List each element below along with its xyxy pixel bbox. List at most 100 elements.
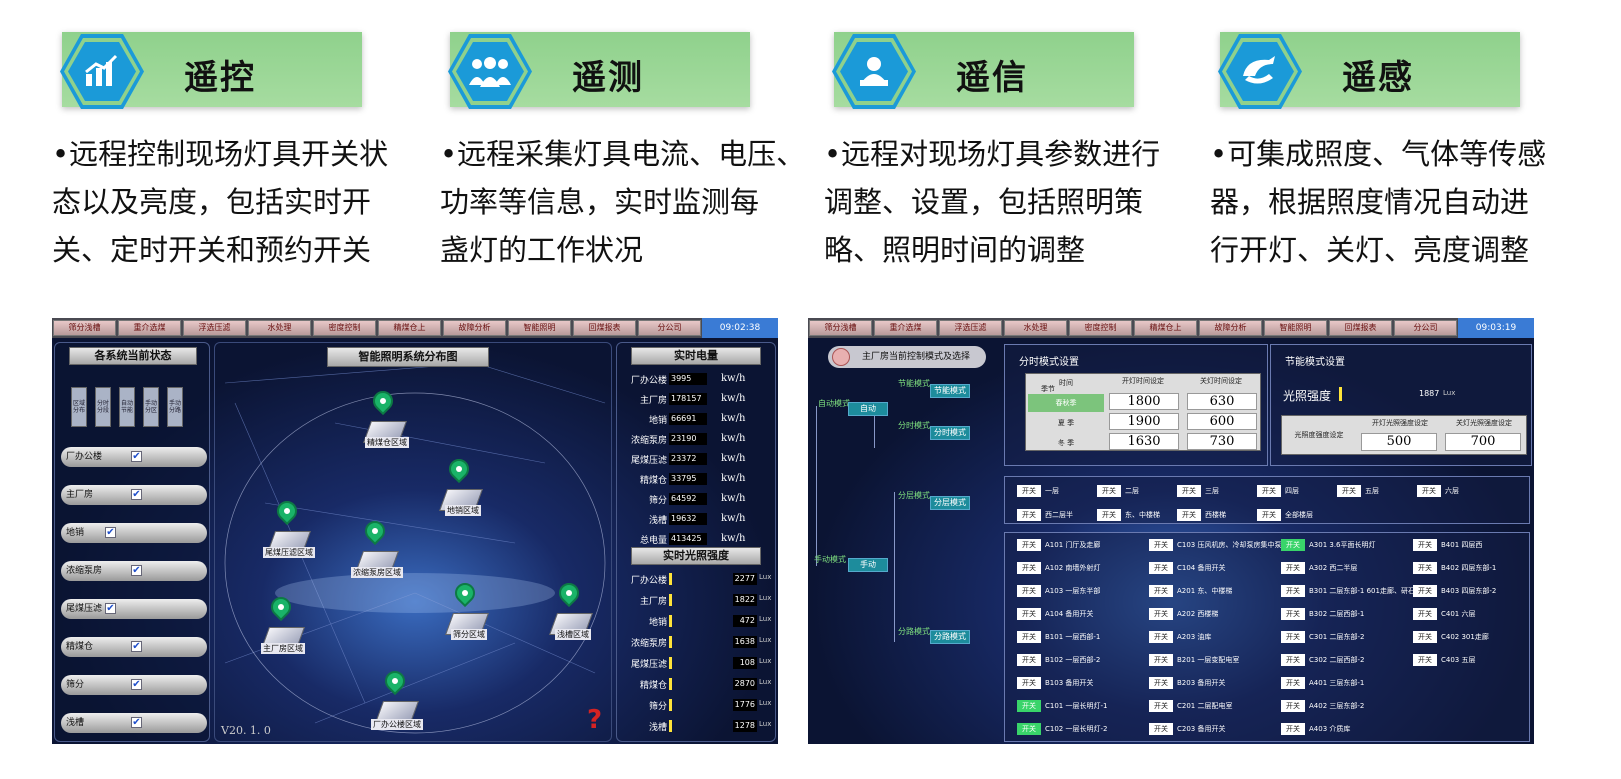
nav-tab[interactable]: 分公司 xyxy=(638,320,701,336)
nav-tab[interactable]: 浮选压滤 xyxy=(183,320,246,336)
energy-mode-button[interactable]: 节能模式 xyxy=(930,384,970,398)
status-button[interactable]: 手动分路 xyxy=(167,387,183,427)
switch-button[interactable]: 开关 xyxy=(1149,585,1173,597)
nav-tab[interactable]: 回煤报表 xyxy=(573,320,636,336)
system-toggle[interactable]: 主厂房✔ xyxy=(61,485,207,505)
nav-tab[interactable]: 筛分浅槽 xyxy=(53,320,116,336)
floor-switch[interactable]: 开关二层 xyxy=(1097,485,1139,497)
switch-button[interactable]: 开关 xyxy=(1017,608,1041,620)
switch-button[interactable]: 开关 xyxy=(1281,631,1305,643)
switch-button[interactable]: 开关 xyxy=(1177,485,1201,497)
system-toggle[interactable]: 厂办公楼✔ xyxy=(61,447,207,467)
floor-switch[interactable]: 开关五层 xyxy=(1337,485,1379,497)
time-mode-button[interactable]: 分时模式 xyxy=(930,426,970,440)
switch-button[interactable]: 开关 xyxy=(1017,562,1041,574)
switch-button[interactable]: 开关 xyxy=(1281,562,1305,574)
nav-tab[interactable]: 密度控制 xyxy=(313,320,376,336)
system-toggle[interactable]: 浅槽✔ xyxy=(61,713,207,733)
switch-button[interactable]: 开关 xyxy=(1417,485,1441,497)
nav-tab[interactable]: 精煤仓上 xyxy=(378,320,441,336)
nav-tab[interactable]: 分公司 xyxy=(1394,320,1457,336)
system-toggle[interactable]: 精煤仓✔ xyxy=(61,637,207,657)
help-icon[interactable]: ? xyxy=(587,705,603,735)
switch-button[interactable]: 开关 xyxy=(1413,631,1437,643)
switch-button[interactable]: 开关 xyxy=(1149,654,1173,666)
system-toggle[interactable]: 筛分✔ xyxy=(61,675,207,695)
switch-button[interactable]: 开关 xyxy=(1257,509,1281,521)
close-time-field[interactable]: 730 xyxy=(1187,433,1257,450)
nav-tab[interactable]: 智能照明 xyxy=(1264,320,1327,336)
switch-button[interactable]: 开关 xyxy=(1413,562,1437,574)
system-toggle[interactable]: 浓缩泵房✔ xyxy=(61,561,207,581)
switch-button[interactable]: 开关 xyxy=(1281,585,1305,597)
checkbox[interactable]: ✔ xyxy=(131,451,142,462)
checkbox[interactable]: ✔ xyxy=(131,717,142,728)
switch-button[interactable]: 开关 xyxy=(1149,562,1173,574)
nav-tab[interactable]: 重介选煤 xyxy=(118,320,181,336)
switch-button[interactable]: 开关 xyxy=(1413,585,1437,597)
nav-tab[interactable]: 重介选煤 xyxy=(874,320,937,336)
nav-tab[interactable]: 密度控制 xyxy=(1069,320,1132,336)
nav-tab[interactable]: 故障分析 xyxy=(1199,320,1262,336)
system-toggle[interactable]: 地销✔ xyxy=(61,523,207,543)
nav-tab[interactable]: 故障分析 xyxy=(443,320,506,336)
nav-tab[interactable]: 筛分浅槽 xyxy=(809,320,872,336)
status-button[interactable]: 自动节能 xyxy=(119,387,135,427)
switch-button[interactable]: 开关 xyxy=(1281,539,1305,551)
checkbox[interactable]: ✔ xyxy=(131,641,142,652)
checkbox[interactable]: ✔ xyxy=(131,489,142,500)
floor-switch[interactable]: 开关六层 xyxy=(1417,485,1459,497)
switch-button[interactable]: 开关 xyxy=(1281,700,1305,712)
switch-button[interactable]: 开关 xyxy=(1149,539,1173,551)
floor-switch[interactable]: 开关东、中楼梯 xyxy=(1097,509,1160,521)
road-mode-button[interactable]: 分路模式 xyxy=(930,630,970,644)
nav-tab[interactable]: 智能照明 xyxy=(508,320,571,336)
system-toggle[interactable]: 尾煤压滤✔ xyxy=(61,599,207,619)
floor-switch[interactable]: 开关三层 xyxy=(1177,485,1219,497)
switch-button[interactable]: 开关 xyxy=(1337,485,1361,497)
status-button[interactable]: 分时分段 xyxy=(95,387,111,427)
switch-button[interactable]: 开关 xyxy=(1017,654,1041,666)
floor-switch[interactable]: 开关全部楼层 xyxy=(1257,509,1313,521)
floor-switch[interactable]: 开关一层 xyxy=(1017,485,1059,497)
switch-button[interactable]: 开关 xyxy=(1281,677,1305,689)
lux-open-field[interactable]: 500 xyxy=(1361,433,1437,451)
switch-button[interactable]: 开关 xyxy=(1017,509,1041,521)
switch-button[interactable]: 开关 xyxy=(1177,509,1201,521)
switch-button[interactable]: 开关 xyxy=(1097,509,1121,521)
nav-tab[interactable]: 浮选压滤 xyxy=(939,320,1002,336)
switch-button[interactable]: 开关 xyxy=(1413,654,1437,666)
floor-switch[interactable]: 开关西二层半 xyxy=(1017,509,1073,521)
switch-button[interactable]: 开关 xyxy=(1017,539,1041,551)
floor-switch[interactable]: 开关西楼梯 xyxy=(1177,509,1226,521)
switch-button[interactable]: 开关 xyxy=(1017,631,1041,643)
switch-button[interactable]: 开关 xyxy=(1017,723,1041,735)
switch-button[interactable]: 开关 xyxy=(1413,539,1437,551)
nav-tab[interactable]: 水处理 xyxy=(1004,320,1067,336)
switch-button[interactable]: 开关 xyxy=(1149,631,1173,643)
checkbox[interactable]: ✔ xyxy=(105,603,116,614)
switch-button[interactable]: 开关 xyxy=(1017,585,1041,597)
